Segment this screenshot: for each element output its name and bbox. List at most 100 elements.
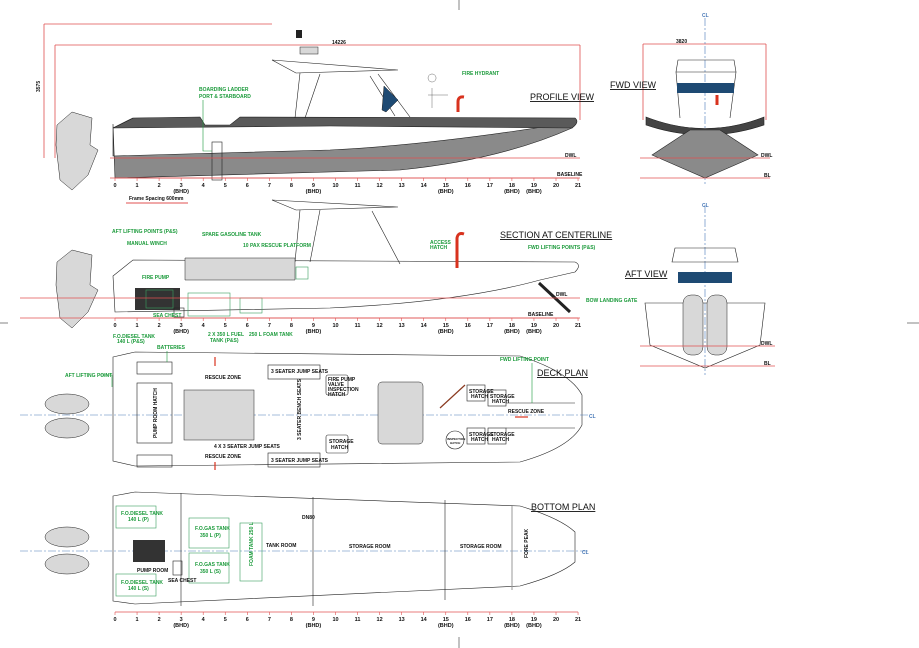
deck-inspection-hatch bbox=[445, 430, 465, 450]
label-batteries: BATTERIES bbox=[157, 345, 186, 351]
frame-number: 12 bbox=[377, 323, 383, 329]
bulkhead-label: (BHD) bbox=[526, 329, 542, 335]
bulkhead-label: (BHD) bbox=[173, 329, 189, 335]
label-foam-tank: 250 L FOAM TANK bbox=[249, 332, 293, 338]
deck-outboard-stbd bbox=[44, 417, 90, 439]
label-fire-pump: FIRE PUMP bbox=[142, 275, 170, 281]
frame-number: 4 bbox=[202, 617, 206, 623]
bottom-plan: F.O.DIESEL TANK 140 L (P) F.O.DIESEL TAN… bbox=[20, 491, 595, 629]
svg-text:HATCH: HATCH bbox=[328, 392, 346, 398]
profile-outboard-engine bbox=[55, 111, 99, 191]
svg-text:STORAGE: STORAGE bbox=[490, 432, 515, 438]
section-t-top bbox=[271, 199, 399, 211]
section-fuel-tank bbox=[187, 292, 231, 317]
frame-number: 10 bbox=[332, 617, 338, 623]
label-deck-fwd-lifting-point: FWD LIFTING POINT bbox=[500, 357, 549, 363]
fwd-view-title: FWD VIEW bbox=[610, 80, 656, 90]
aft-windshield bbox=[678, 272, 732, 283]
aft-outboard-stbd bbox=[706, 294, 728, 356]
frame-number: 2 bbox=[158, 323, 161, 329]
svg-text:350 L (P): 350 L (P) bbox=[200, 533, 221, 539]
label-4x3-jump-seats: 4 X 3 SEATER JUMP SEATS bbox=[214, 444, 281, 450]
frame-number: 18 bbox=[509, 617, 515, 623]
aft-outboard-port bbox=[682, 294, 704, 356]
svg-text:CL: CL bbox=[702, 13, 709, 19]
frame-number: 20 bbox=[553, 617, 559, 623]
label-access-hatch: ACCESS bbox=[430, 240, 452, 246]
frame-number: 0 bbox=[113, 183, 116, 189]
bottom-gas-tank-port bbox=[188, 517, 230, 549]
deck-batteries-stbd bbox=[136, 454, 173, 468]
label-dn80: DN80 bbox=[302, 515, 315, 521]
frame-number: 7 bbox=[268, 323, 271, 329]
section-fire-hydrant bbox=[455, 232, 465, 268]
frame-number: 0 bbox=[113, 323, 116, 329]
section-rescue-platform bbox=[295, 266, 309, 280]
svg-text:140 L (S): 140 L (S) bbox=[128, 586, 149, 592]
fwd-hull bbox=[651, 129, 759, 179]
label-rescue-platform: 10 PAX RESCUE PLATFORM bbox=[243, 243, 311, 249]
svg-text:140 L (P): 140 L (P) bbox=[128, 517, 149, 523]
label-tank-room: TANK ROOM bbox=[266, 543, 296, 549]
frame-number: 1 bbox=[136, 183, 139, 189]
bulkhead-label: (BHD) bbox=[504, 623, 520, 629]
deck-plan-title: DECK PLAN bbox=[537, 368, 588, 378]
frame-number: 4 bbox=[202, 323, 206, 329]
label-spare-gasoline-tank: SPARE GASOLINE TANK bbox=[202, 232, 262, 238]
profile-crew-figure bbox=[427, 73, 448, 108]
svg-text:INSPECTION: INSPECTION bbox=[328, 387, 359, 393]
label-section-dwl: DWL bbox=[556, 292, 567, 298]
aft-view-title: AFT VIEW bbox=[625, 269, 668, 279]
profile-t-top bbox=[271, 59, 399, 74]
frame-number: 16 bbox=[465, 617, 471, 623]
frame-number: 17 bbox=[487, 183, 493, 189]
section-hull bbox=[112, 259, 579, 313]
section-view: AFT LIFTING POINTS (P&S) MANUAL WINCH SP… bbox=[20, 199, 638, 345]
deck-stretcher-area bbox=[183, 389, 255, 441]
label-deck-cl: CL bbox=[589, 414, 596, 420]
label-fore-peak: FORE PEAK bbox=[524, 528, 530, 558]
label-rescue-zone-port: RESCUE ZONE bbox=[205, 375, 242, 381]
profile-windshield bbox=[381, 85, 399, 113]
aft-view: CL DWL BL AFT VIEW bbox=[625, 203, 775, 375]
label-boarding-ladder: BOARDING LADDER bbox=[199, 87, 249, 93]
bulkhead-label: (BHD) bbox=[173, 189, 189, 195]
frame-number: 16 bbox=[465, 183, 471, 189]
frame-number: 11 bbox=[355, 323, 361, 329]
frame-number: 12 bbox=[377, 183, 383, 189]
frame-number: 9 bbox=[312, 183, 315, 189]
bulkhead-label: (BHD) bbox=[438, 623, 454, 629]
frame-number: 14 bbox=[421, 323, 428, 329]
label-profile-dwl: DWL bbox=[565, 153, 576, 159]
frame-number: 3 bbox=[180, 183, 183, 189]
bottom-diesel-tank-port bbox=[115, 505, 157, 529]
bottom-diesel-tank-stbd bbox=[115, 573, 157, 597]
frame-number: 19 bbox=[531, 617, 537, 623]
frame-number: 15 bbox=[443, 323, 449, 329]
frame-number: 10 bbox=[332, 183, 338, 189]
frame-number: 11 bbox=[355, 617, 361, 623]
label-storage-room-2: STORAGE ROOM bbox=[460, 544, 502, 550]
bulkhead-label: (BHD) bbox=[504, 329, 520, 335]
frame-number: 21 bbox=[575, 183, 581, 189]
label-fire-hydrant: FIRE HYDRANT bbox=[462, 71, 499, 77]
label-fuel-tank-2: TANK (P&S) bbox=[210, 338, 239, 344]
label-rescue-zone-bow: RESCUE ZONE bbox=[508, 409, 545, 415]
svg-text:F.O.DIESEL TANK: F.O.DIESEL TANK bbox=[121, 511, 163, 517]
label-fwd-lifting-points: FWD LIFTING POINTS (P&S) bbox=[528, 245, 596, 251]
frame-number: 18 bbox=[509, 323, 515, 329]
frame-number: 13 bbox=[399, 183, 405, 189]
profile-view: 3575 14226 BOARDING LADDER PORT & STARBO… bbox=[36, 23, 595, 204]
frame-number: 8 bbox=[290, 183, 293, 189]
frame-number: 13 bbox=[399, 617, 405, 623]
svg-text:HATCH: HATCH bbox=[331, 445, 349, 451]
profile-length-dim: 14226 bbox=[332, 40, 346, 46]
deck-batteries-port bbox=[136, 361, 173, 375]
svg-text:FOAM TANK 250 L: FOAM TANK 250 L bbox=[249, 522, 255, 566]
svg-text:HATCH: HATCH bbox=[471, 394, 489, 400]
profile-height-dim: 3575 bbox=[36, 81, 42, 92]
label-storage-room-1: STORAGE ROOM bbox=[349, 544, 391, 550]
label-pump-room-hatch: PUMP ROOM HATCH bbox=[153, 388, 159, 438]
